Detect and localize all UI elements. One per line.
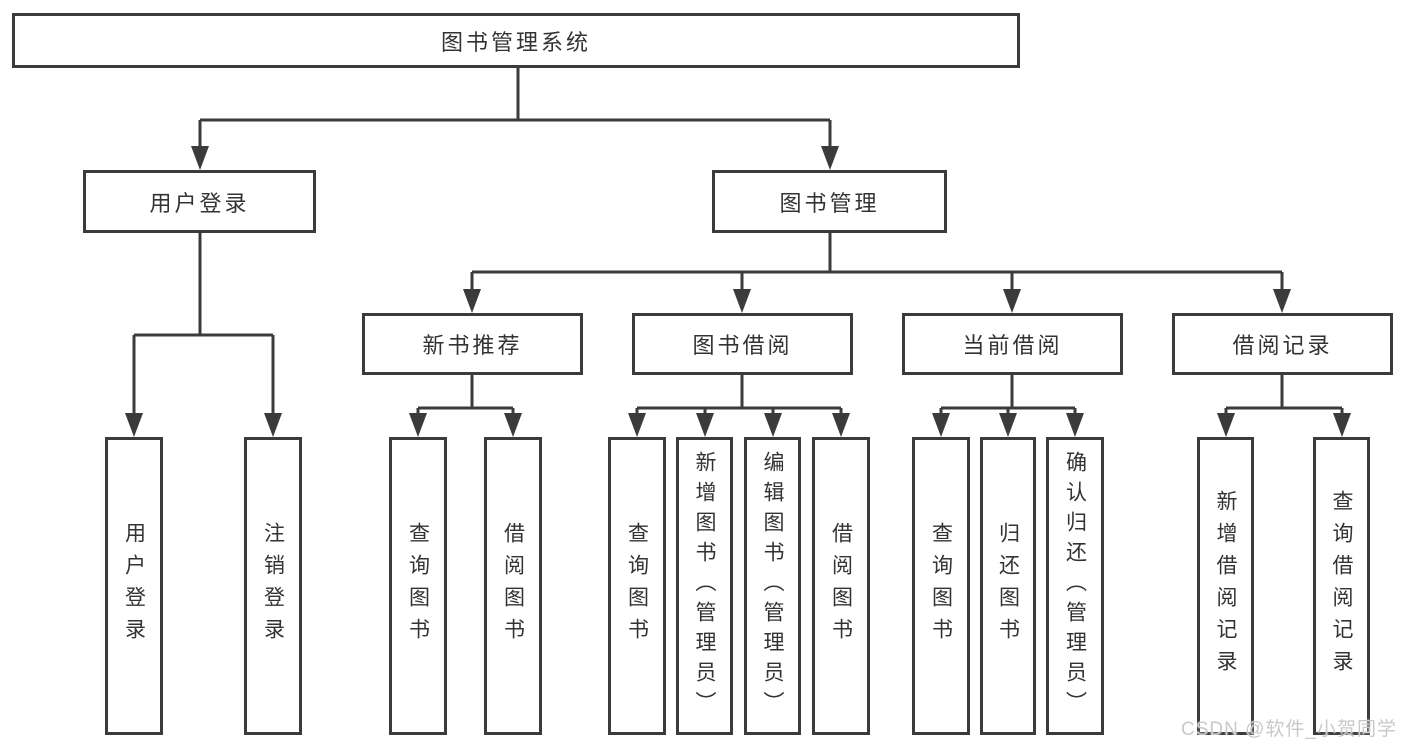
leaf-add-books-admin: 新增图书（管理员） <box>676 437 733 735</box>
leaf-add-books-admin-label: 新增图书（管理员） <box>693 451 716 721</box>
leaf-query-borrow-record: 查询借阅记录 <box>1313 437 1370 735</box>
node-root-system-label: 图书管理系统 <box>440 29 591 55</box>
leaf-borrow-books: 借阅图书 <box>812 437 870 735</box>
node-borrow-records-label: 借阅记录 <box>1232 333 1333 358</box>
leaf-query-borrow-record-label: 查询借阅记录 <box>1330 490 1353 682</box>
arrowheads <box>125 146 1351 437</box>
leaf-edit-books-admin-label: 编辑图书（管理员） <box>761 451 784 721</box>
node-borrow-records: 借阅记录 <box>1172 313 1393 375</box>
leaf-borrow-books-label: 借阅图书 <box>829 522 853 650</box>
node-book-management: 图书管理 <box>712 170 947 233</box>
node-user-login: 用户登录 <box>83 170 316 233</box>
leaf-current-query-books: 查询图书 <box>912 437 970 735</box>
leaf-logout: 注销登录 <box>244 437 302 735</box>
leaf-current-query-books-label: 查询图书 <box>929 522 953 650</box>
node-current-borrow-label: 当前借阅 <box>962 333 1063 358</box>
csdn-watermark: CSDN @软件_小贺同学 <box>1181 719 1397 740</box>
leaf-logout-label: 注销登录 <box>261 522 285 650</box>
node-current-borrow: 当前借阅 <box>902 313 1123 375</box>
leaf-return-books-label: 归还图书 <box>996 522 1020 650</box>
node-new-book-recommend-label: 新书推荐 <box>422 333 523 358</box>
node-book-borrow-label: 图书借阅 <box>692 333 793 358</box>
node-book-borrow: 图书借阅 <box>632 313 853 375</box>
leaf-user-login-label: 用户登录 <box>122 522 146 650</box>
leaf-borrow-query-books: 查询图书 <box>608 437 666 735</box>
leaf-edit-books-admin: 编辑图书（管理员） <box>744 437 801 735</box>
leaf-add-borrow-record: 新增借阅记录 <box>1197 437 1254 735</box>
node-user-login-label: 用户登录 <box>149 190 250 216</box>
leaf-add-borrow-record-label: 新增借阅记录 <box>1214 490 1237 682</box>
leaf-recommend-borrow-books: 借阅图书 <box>484 437 542 735</box>
leaf-recommend-borrow-books-label: 借阅图书 <box>501 522 525 650</box>
leaf-borrow-query-books-label: 查询图书 <box>625 522 649 650</box>
node-root-system: 图书管理系统 <box>12 13 1020 68</box>
leaf-recommend-query-books: 查询图书 <box>389 437 447 735</box>
node-book-management-label: 图书管理 <box>779 190 880 216</box>
node-new-book-recommend: 新书推荐 <box>362 313 583 375</box>
leaf-confirm-return-admin-label: 确认归还（管理员） <box>1063 451 1087 721</box>
leaf-recommend-query-books-label: 查询图书 <box>406 522 430 650</box>
leaf-user-login: 用户登录 <box>105 437 163 735</box>
leaf-confirm-return-admin: 确认归还（管理员） <box>1046 437 1104 735</box>
leaf-return-books: 归还图书 <box>980 437 1036 735</box>
